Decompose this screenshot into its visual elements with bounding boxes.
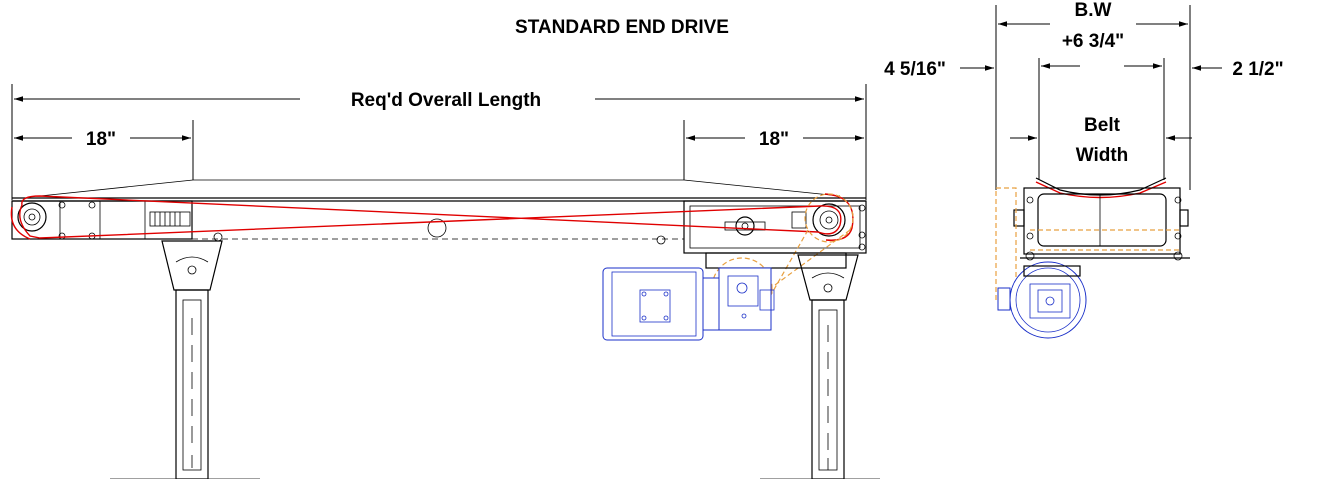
right-support-leg [760,254,880,479]
belt-width-line2: Width [1076,145,1129,166]
right-end-dimension: 18" [683,120,864,180]
end-view-motor [997,261,1087,339]
right-end-dim-label: 18" [759,129,789,150]
drawing-title: STANDARD END DRIVE [515,17,729,38]
right-offset-label: 2 1/2" [1232,59,1283,80]
overall-length-label: Req'd Overall Length [351,90,541,111]
drive-motor [602,252,847,341]
left-end-dimension: 18" [14,120,194,180]
overall-length-dimension: Req'd Overall Length [11,84,867,200]
conveyor-side-view [10,179,867,319]
left-offset-label: 4 5/16" [884,59,946,80]
left-support-leg [110,240,260,479]
bw-label-line2: +6 3/4" [1062,31,1124,52]
conveyor-end-view [995,177,1190,301]
bw-label-line1: B.W [1075,0,1112,21]
end-view-dimensions: B.W +6 3/4" 4 5/16" 2 1/2" Belt Width [884,0,1284,190]
belt-width-line1: Belt [1084,115,1121,136]
left-end-dim-label: 18" [86,129,116,150]
